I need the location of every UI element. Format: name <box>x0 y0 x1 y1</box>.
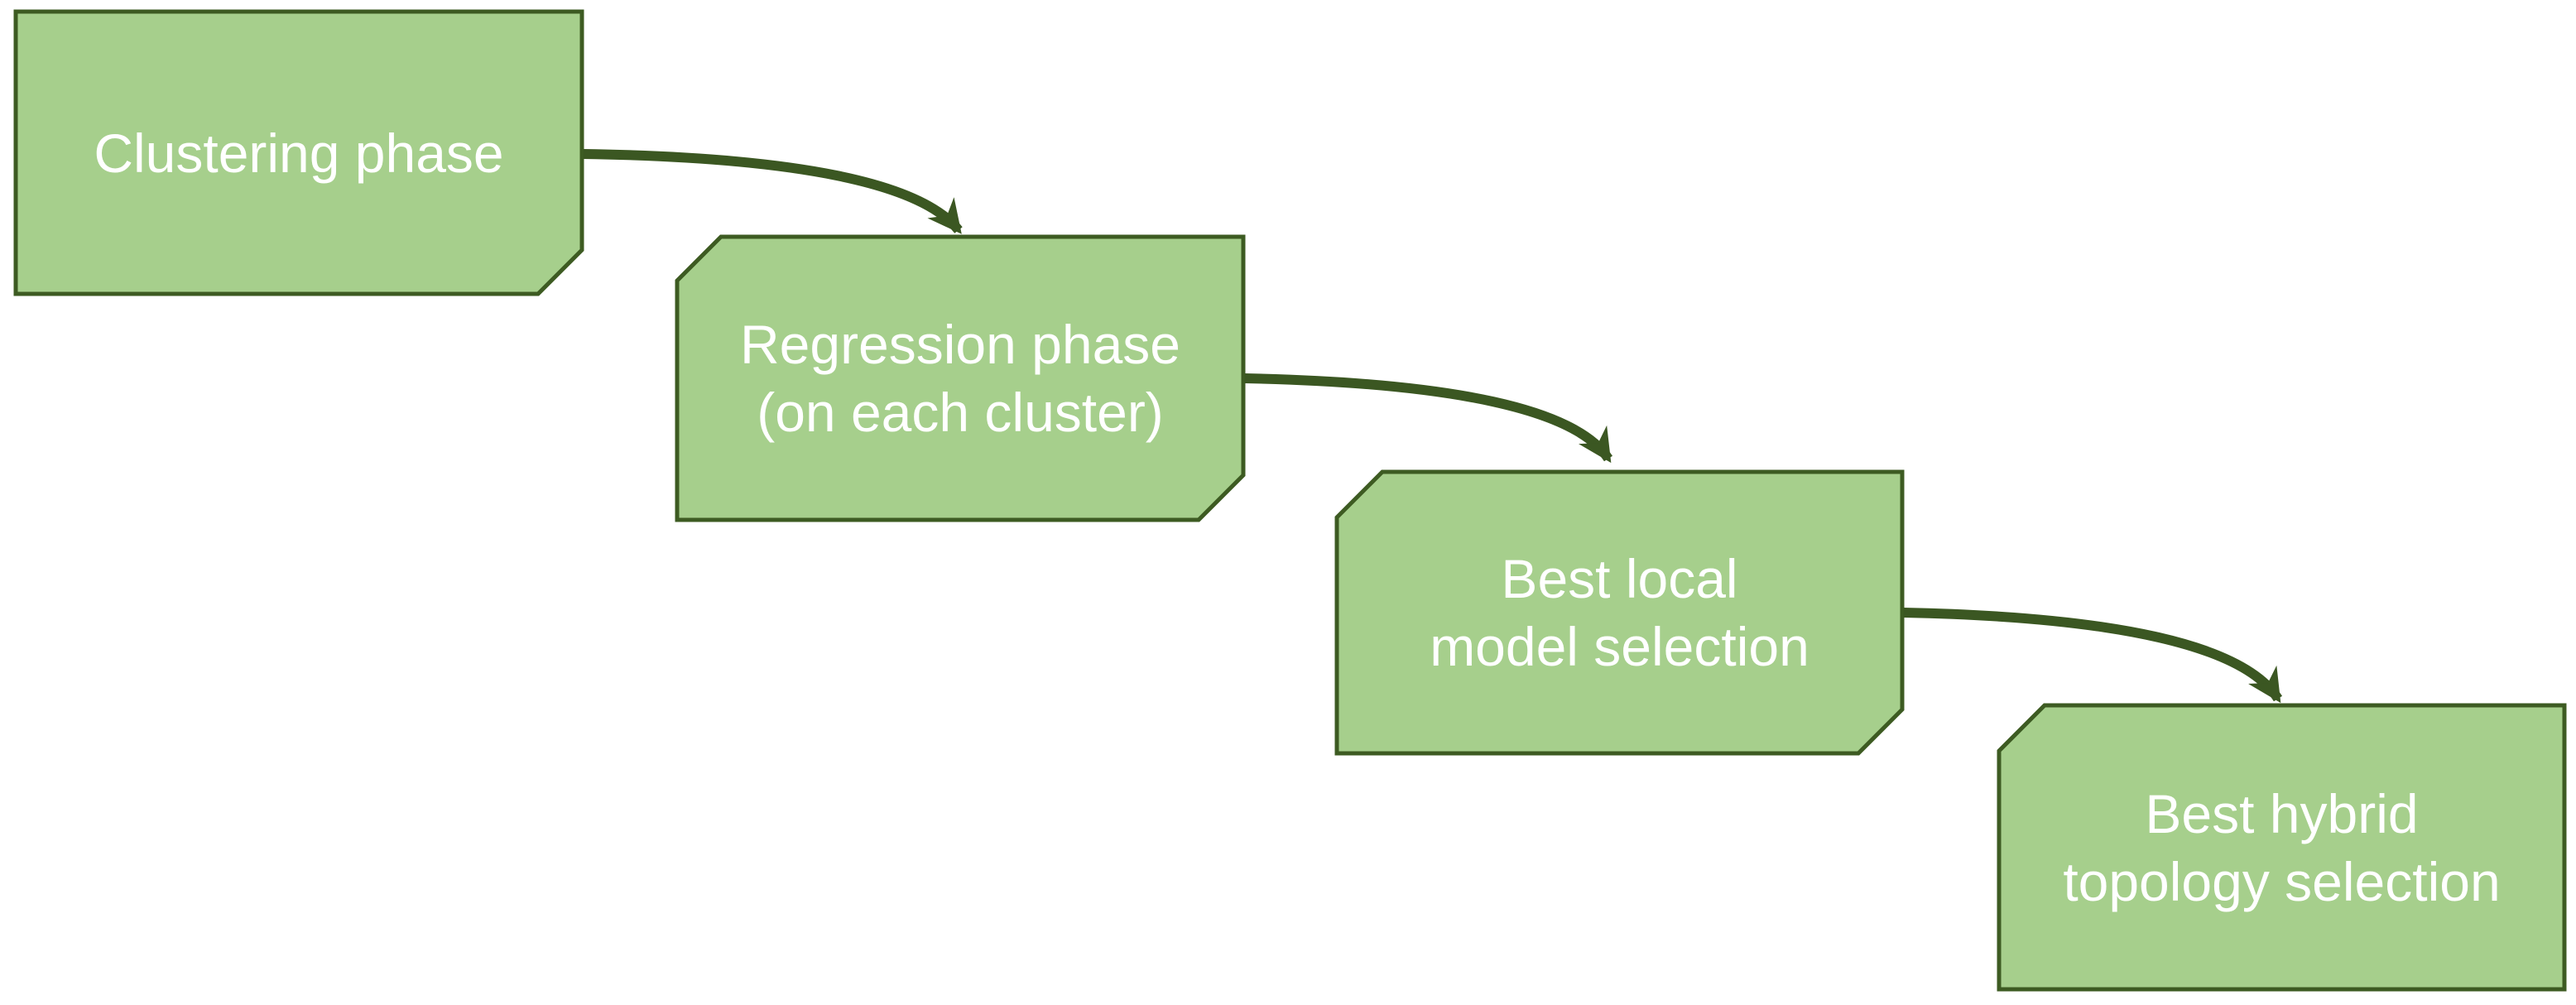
step-shape-regression-phase <box>675 234 1246 522</box>
arrow-best-local-to-best-hybrid <box>1903 608 2283 704</box>
step-shape-clustering-phase <box>13 9 584 296</box>
step-shapes <box>13 9 2567 992</box>
step-shape-best-local-model-selection <box>1334 469 1905 756</box>
connector-arrows <box>583 149 2283 704</box>
arrow-regression-to-best-local <box>1244 373 1613 464</box>
step-shape-best-hybrid-topology-selection <box>1997 703 2567 992</box>
arrow-clustering-to-regression <box>583 149 963 234</box>
